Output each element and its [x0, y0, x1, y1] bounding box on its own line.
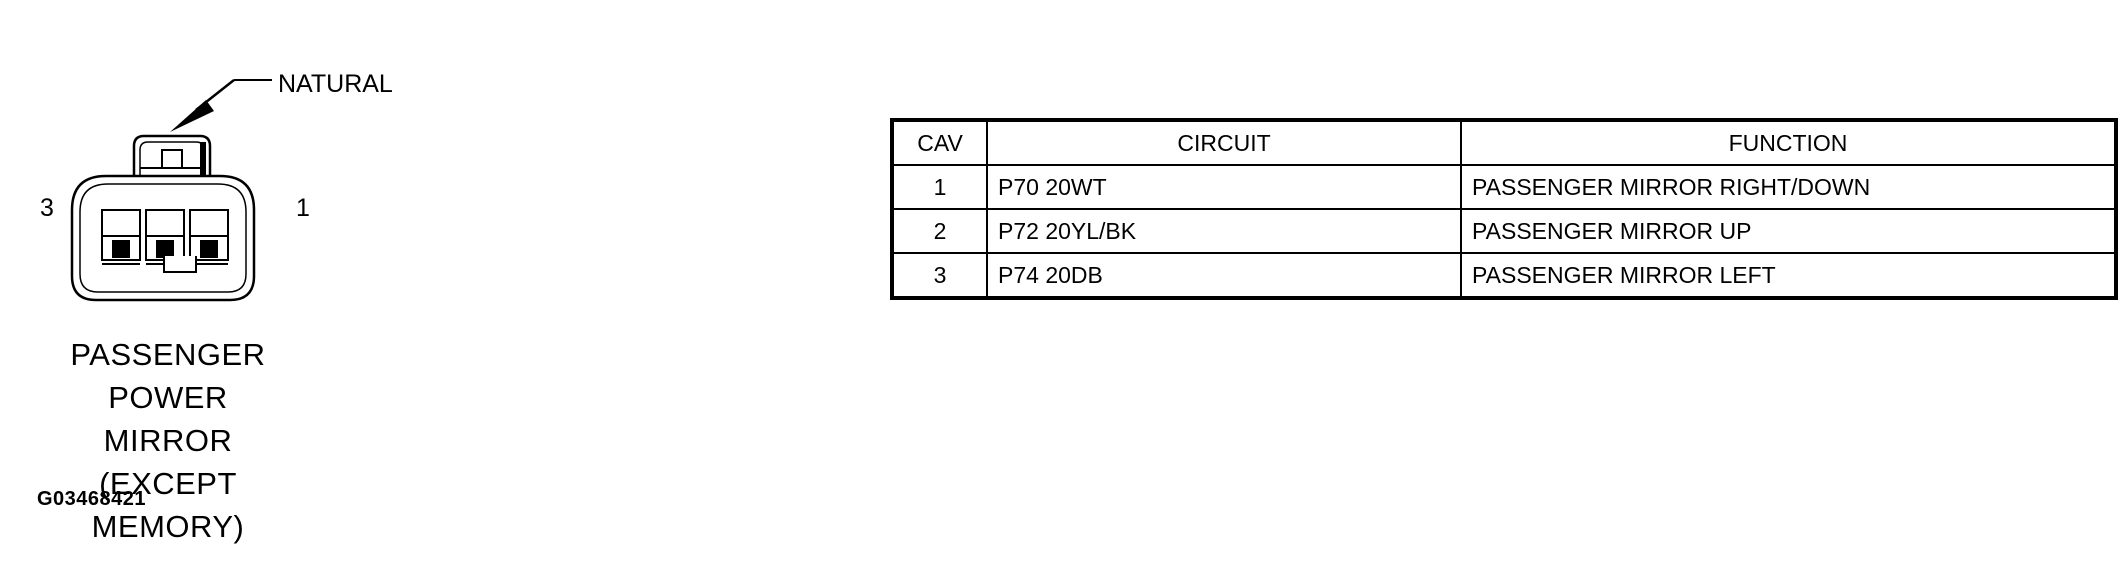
table-row: 3 P74 20DB PASSENGER MIRROR LEFT: [891, 252, 2117, 299]
cell-function: PASSENGER MIRROR RIGHT/DOWN: [1460, 164, 2117, 210]
cell-function: PASSENGER MIRROR UP: [1460, 208, 2117, 254]
cavity-2: [145, 209, 185, 265]
caption-line-3: (EXCEPT MEMORY): [91, 466, 245, 544]
caption-line-1: PASSENGER POWER: [70, 337, 266, 415]
connector-key: [163, 256, 197, 273]
cell-circuit: P72 20YL/BK: [986, 208, 1462, 254]
table-header-row: CAV CIRCUIT FUNCTION: [891, 119, 2117, 166]
cell-function: PASSENGER MIRROR LEFT: [1460, 252, 2117, 299]
connector-caption: PASSENGER POWER MIRROR (EXCEPT MEMORY): [28, 333, 308, 548]
pin-1-label: 1: [296, 194, 310, 222]
table-row: 2 P72 20YL/BK PASSENGER MIRROR UP: [891, 208, 2117, 254]
natural-leader-arrow: [170, 79, 272, 132]
header-function: FUNCTION: [1460, 119, 2117, 166]
header-circuit: CIRCUIT: [986, 119, 1462, 166]
caption-line-2: MIRROR: [103, 423, 233, 458]
cell-circuit: P70 20WT: [986, 164, 1462, 210]
cavity-1: [189, 209, 229, 265]
cell-cav: 1: [891, 164, 988, 210]
cell-circuit: P74 20DB: [986, 252, 1462, 299]
figure-id: G03468421: [37, 488, 147, 510]
connector-diagram: NATURAL 3 1: [40, 70, 393, 302]
connector-color-label: NATURAL: [278, 70, 393, 98]
connector-latch: [132, 134, 212, 182]
table-row: 1 P70 20WT PASSENGER MIRROR RIGHT/DOWN: [891, 164, 2117, 210]
cavity-3: [101, 209, 141, 265]
pin-out-table: CAV CIRCUIT FUNCTION 1 P70 20WT PASSENGE…: [890, 118, 2118, 300]
cell-cav: 2: [891, 208, 988, 254]
pin-3-label: 3: [40, 194, 54, 222]
header-cav: CAV: [891, 119, 988, 166]
cell-cav: 3: [891, 252, 988, 299]
